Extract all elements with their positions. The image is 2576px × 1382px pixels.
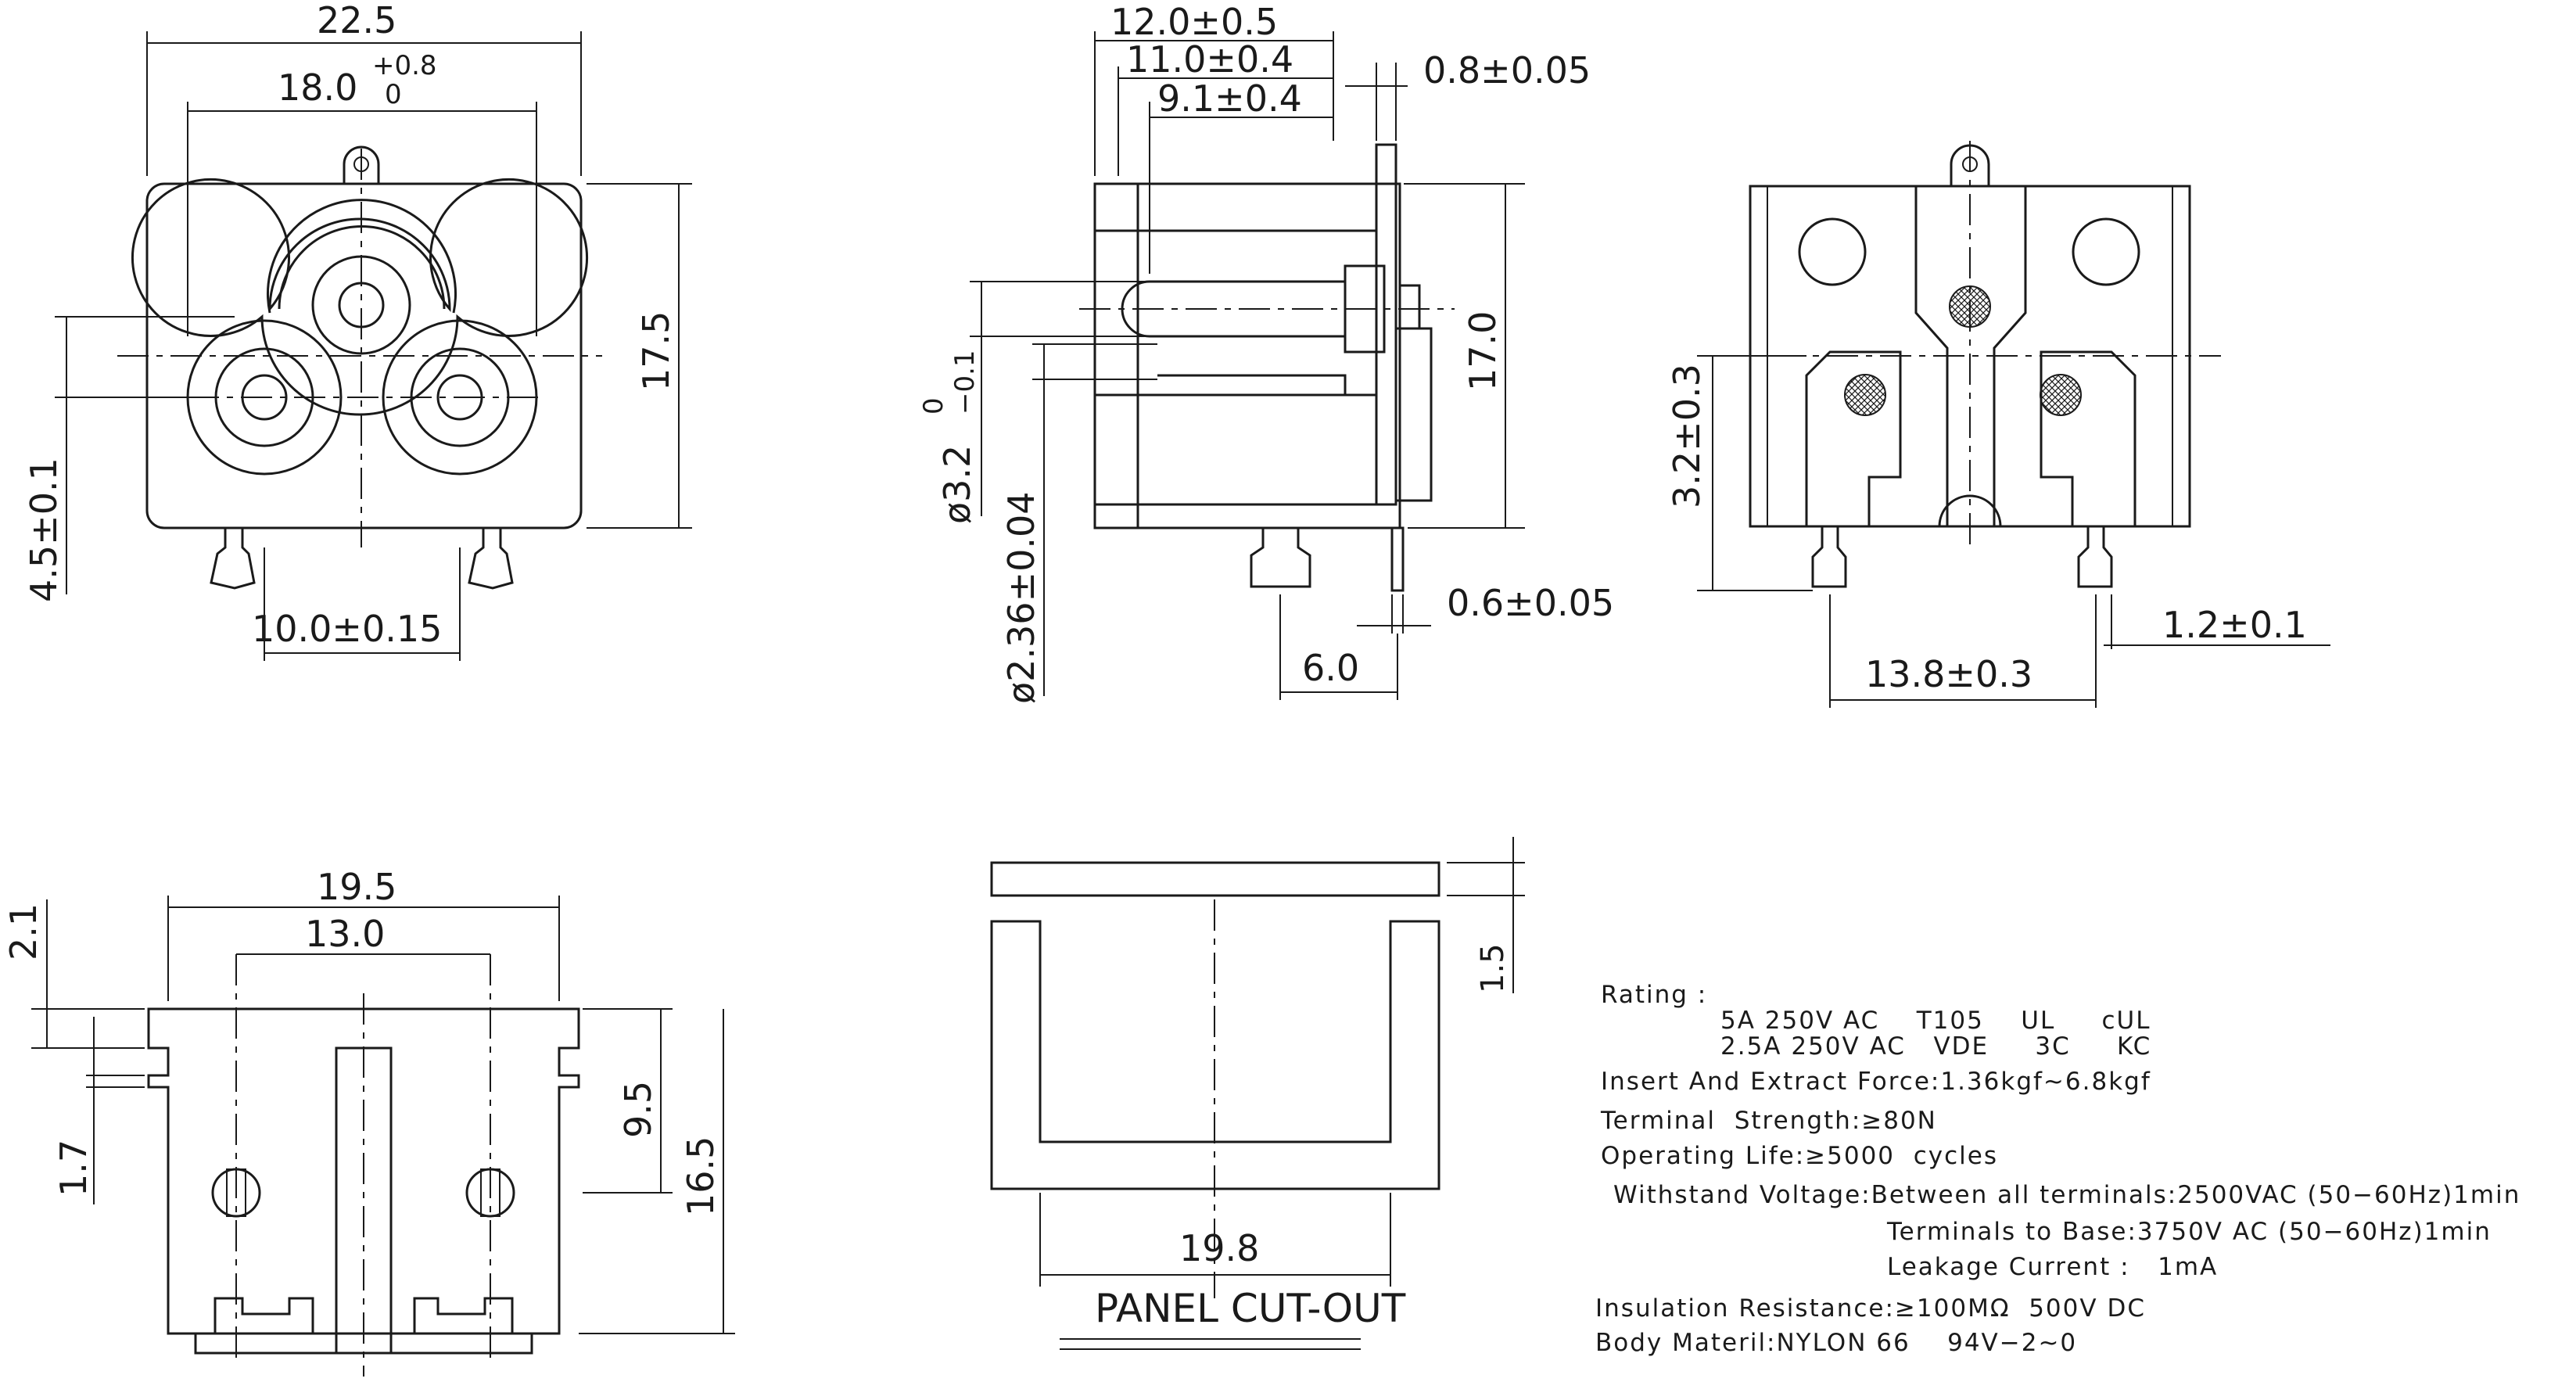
bottom-body-outline <box>147 1007 580 1335</box>
spec-body-material: Body Materil:NYLON 66 94V−2~0 <box>1595 1329 2077 1357</box>
rear-view: 3.2±0.3 1.2±0.1 13.8±0.3 <box>1666 141 2330 708</box>
panel-top-plate <box>990 861 1440 897</box>
rear-vent-hole-right <box>2072 217 2140 286</box>
bottom-height-dim: 16.5 <box>680 1136 722 1216</box>
side-hole-dia-tol-upper: 0 <box>918 397 949 415</box>
bottom-clip-right <box>413 1297 514 1334</box>
spec-terminal-strength: Terminal Strength:≥80N <box>1600 1107 1937 1135</box>
rear-terminal-right-mesh <box>2040 374 2082 416</box>
bottom-width-dim: 19.5 <box>317 866 396 908</box>
side-view: 12.0±0.5 11.0±0.4 9.1±0.4 0.8±0.05 17.0 … <box>918 1 1614 704</box>
rear-vent-hole-left <box>1798 217 1867 286</box>
panel-cutout-label: PANEL CUT-OUT <box>1095 1286 1406 1331</box>
rear-terminal-spacing-dim: 13.8±0.3 <box>1865 653 2032 695</box>
bottom-clip-left <box>213 1297 314 1334</box>
panel-width-dim: 19.8 <box>1179 1227 1259 1269</box>
spec-block: Rating : 5A 250V AC T105 UL cUL 2.5A 250… <box>1595 981 2520 1357</box>
bottom-notch-dim: 1.7 <box>52 1140 95 1197</box>
front-view: 22.5 18.0 +0.8 0 17.5 4.5±0.1 10.0±0.15 <box>23 0 692 661</box>
rear-pin-left <box>1811 526 1847 588</box>
front-socket-outline <box>131 178 588 416</box>
front-inner-width-tol-lower: 0 <box>385 79 402 110</box>
front-pin-right <box>468 528 514 590</box>
side-depth-body-dim: 11.0±0.4 <box>1126 38 1293 81</box>
side-terminal-offset-dim: 6.0 <box>1302 647 1359 689</box>
front-mounting-tab <box>343 145 380 184</box>
spec-insert-force: Insert And Extract Force:1.36kgf~6.8kgf <box>1601 1068 2151 1096</box>
side-front-wall <box>1093 182 1139 529</box>
side-flange <box>1375 143 1397 506</box>
side-hole-dia-dim: ø3.2 <box>936 445 978 524</box>
spec-rating-label: Rating : <box>1601 981 1707 1009</box>
spec-operating-life: Operating Life:≥5000 cycles <box>1601 1142 1998 1170</box>
spec-rating-row2: 2.5A 250V AC VDE 3C KC <box>1720 1032 2151 1061</box>
rear-terminal-width-dim: 1.2±0.1 <box>2162 604 2307 646</box>
spec-withstand-1: Withstand Voltage:Between all terminals:… <box>1613 1181 2520 1209</box>
panel-thickness-dim: 1.5 <box>1475 943 1511 993</box>
front-pin-spacing-dim: 10.0±0.15 <box>252 608 442 650</box>
side-body-outline <box>1093 182 1401 529</box>
rear-terminal-left <box>1805 350 1902 526</box>
rear-center-bump <box>1938 494 2002 527</box>
rear-pin-right <box>2077 526 2113 588</box>
bottom-hole-spacing-dim: 13.0 <box>305 913 385 955</box>
side-height-dim: 17.0 <box>1462 311 1504 391</box>
rear-terminal-left-mesh <box>1844 374 1886 416</box>
front-width-dim: 22.5 <box>317 0 396 41</box>
bottom-view: 19.5 13.0 2.1 1.7 9.5 16.5 <box>2 866 735 1377</box>
rear-terminal-right <box>2040 350 2137 526</box>
rear-terminal-height-dim: 3.2±0.3 <box>1666 364 1708 508</box>
side-bottom-peg <box>1250 528 1311 588</box>
spec-rating-row1: 5A 250V AC T105 UL cUL <box>1720 1007 2151 1035</box>
rear-terminal-top <box>1914 186 2027 526</box>
spec-insulation: Insulation Resistance:≥100MΩ 500V DC <box>1595 1294 2146 1323</box>
side-contact-lower <box>1157 374 1347 397</box>
bottom-mid-height-dim: 9.5 <box>617 1081 659 1138</box>
bottom-center-slot <box>335 1046 393 1355</box>
bottom-top-step-dim: 2.1 <box>2 903 45 960</box>
front-inner-width-tol-upper: +0.8 <box>372 50 437 81</box>
side-terminal-thickness-dim: 0.6±0.05 <box>1447 582 1614 624</box>
front-pin-offset-dim: 4.5±0.1 <box>23 458 65 602</box>
panel-cutout: 1.5 19.8 PANEL CUT-OUT <box>990 837 1525 1350</box>
front-socket-clover <box>267 199 457 314</box>
front-inner-width-dim: 18.0 <box>278 66 357 109</box>
panel-frame <box>990 920 1440 1190</box>
spec-withstand-2: Terminals to Base:3750V AC (50−60Hz)1min <box>1886 1218 2492 1246</box>
side-hole-dia-tol-lower: −0.1 <box>949 350 981 415</box>
front-pin-left <box>210 528 256 590</box>
spec-leakage: Leakage Current : 1mA <box>1887 1253 2218 1281</box>
side-pin-dia-dim: ø2.36±0.04 <box>1000 491 1042 704</box>
side-flange-dim: 0.8±0.05 <box>1423 49 1591 92</box>
side-depth-total-dim: 12.0±0.5 <box>1110 1 1278 43</box>
side-rear-housing <box>1394 327 1433 502</box>
side-terminal <box>1390 526 1405 592</box>
side-terminal-cap <box>1398 284 1421 330</box>
front-height-dim: 17.5 <box>635 311 677 391</box>
side-depth-inner-dim: 9.1±0.4 <box>1157 77 1302 120</box>
